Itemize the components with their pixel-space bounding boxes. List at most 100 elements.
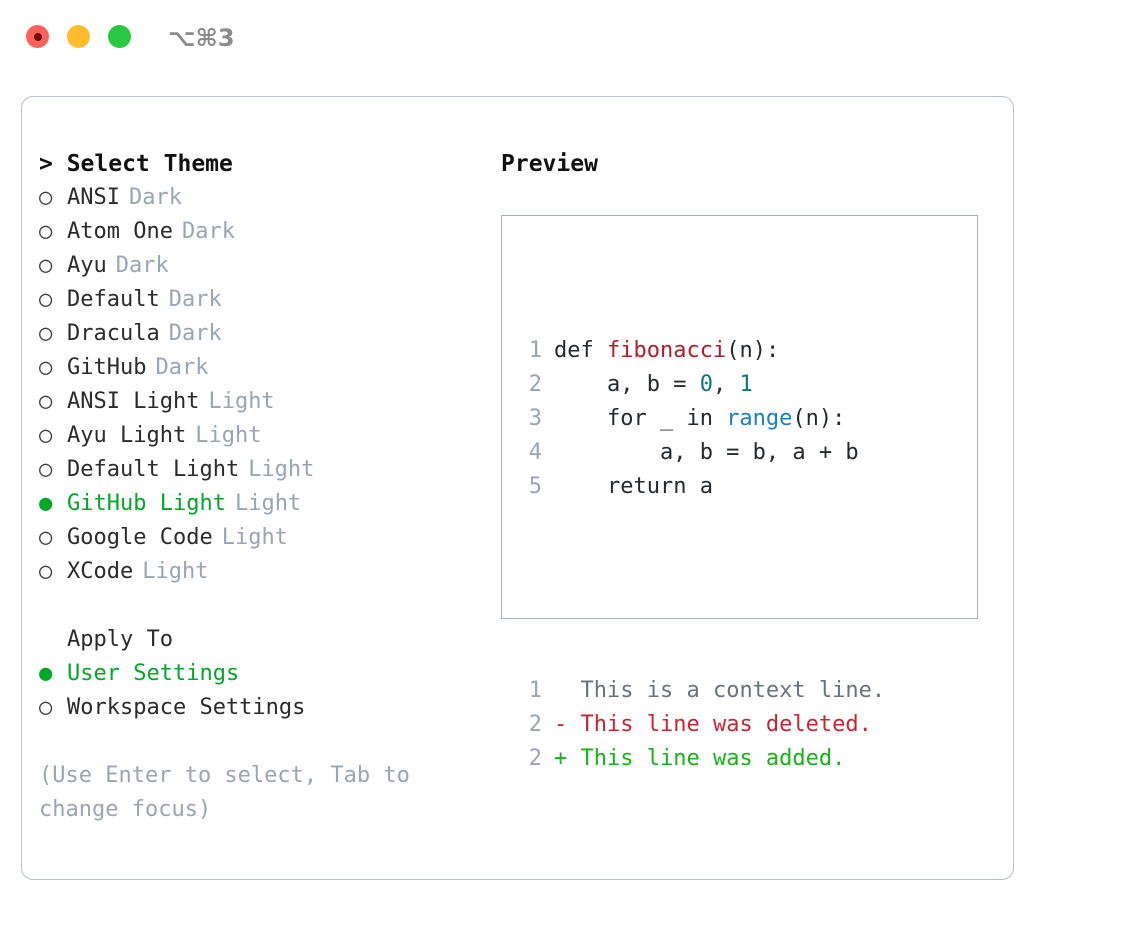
code-token-plain: a, b = (554, 372, 700, 397)
code-token-plain: return a (554, 474, 713, 499)
radio-unselected-icon: ○ (39, 525, 53, 550)
code-token-plain: (n): (726, 338, 780, 363)
theme-option-label: Default Light (67, 457, 240, 482)
code-line: 3 for _ in range(n): (520, 402, 885, 436)
line-number: 1 (528, 678, 542, 703)
diff-sample: 1 This is a context line.2- This line wa… (520, 674, 885, 776)
radio-unselected-icon: ○ (39, 185, 53, 210)
theme-option-label: Google Code (67, 525, 213, 550)
apply-to-option-user-settings[interactable]: ● User Settings (39, 657, 499, 691)
code-token-num: 1 (739, 372, 753, 397)
line-number: 2 (528, 712, 542, 737)
keyboard-shortcut-label: ⌥⌘3 (168, 24, 235, 52)
code-token-plain: def (554, 338, 607, 363)
radio-unselected-icon: ○ (39, 695, 53, 720)
preview-title: Preview (501, 151, 598, 177)
diff-line-add: 2+ This line was added. (520, 742, 885, 776)
theme-option-github[interactable]: ○ GitHub Dark (39, 351, 499, 385)
diff-marker: - (554, 712, 581, 737)
theme-variant-badge: Dark (181, 219, 235, 244)
keyboard-hint-text: (Use Enter to select, Tab to change focu… (39, 763, 410, 822)
line-number: 1 (528, 338, 542, 363)
theme-option-google-code[interactable]: ○ Google Code Light (39, 521, 499, 555)
line-number: 4 (528, 440, 542, 465)
code-token-plain: , (712, 372, 740, 397)
theme-variant-badge: Light (208, 389, 275, 414)
theme-option-ayu[interactable]: ○ Ayu Dark (39, 249, 499, 283)
radio-unselected-icon: ○ (39, 559, 53, 584)
radio-unselected-icon: ○ (39, 389, 53, 414)
theme-option-label: GitHub (67, 355, 147, 380)
diff-line-ctx: 1 This is a context line. (520, 674, 885, 708)
code-line: 4 a, b = b, a + b (520, 436, 885, 470)
theme-option-label: Ayu (67, 253, 107, 278)
diff-marker: + (554, 746, 581, 771)
code-line: 1 def fibonacci(n): (520, 334, 885, 368)
apply-to-option-label: User Settings (67, 661, 240, 686)
theme-option-label: Dracula (67, 321, 160, 346)
theme-variant-badge: Dark (168, 321, 222, 346)
theme-variant-badge: Light (248, 457, 315, 482)
apply-to-option-label: Workspace Settings (67, 695, 306, 720)
apply-to-list[interactable]: ● User Settings ○ Workspace Settings (39, 657, 499, 725)
theme-option-label: Ayu Light (67, 423, 187, 448)
section-spacer (39, 589, 499, 623)
radio-unselected-icon: ○ (39, 253, 53, 278)
diff-text: This line was deleted. (580, 712, 872, 737)
radio-unselected-icon: ○ (39, 219, 53, 244)
diff-marker (554, 678, 581, 703)
theme-variant-badge: Dark (128, 185, 182, 210)
code-line: 2 a, b = 0, 1 (520, 368, 885, 402)
radio-selected-icon: ● (39, 661, 53, 686)
minimize-button-icon[interactable] (67, 25, 90, 48)
radio-unselected-icon: ○ (39, 287, 53, 312)
apply-to-option-workspace-settings[interactable]: ○ Workspace Settings (39, 691, 499, 725)
theme-option-default-light[interactable]: ○ Default Light Light (39, 453, 499, 487)
radio-unselected-icon: ○ (39, 457, 53, 482)
apply-to-header: Apply To (67, 627, 173, 652)
radio-unselected-icon: ○ (39, 423, 53, 448)
theme-variant-badge: Light (195, 423, 262, 448)
line-number: 2 (528, 372, 542, 397)
theme-variant-badge: Dark (155, 355, 209, 380)
theme-option-dracula[interactable]: ○ Dracula Dark (39, 317, 499, 351)
theme-variant-badge: Light (142, 559, 209, 584)
code-token-fn: fibonacci (606, 338, 727, 363)
maximize-button-icon[interactable] (108, 25, 131, 48)
code-token-plain: a, b = b, a + b (554, 440, 859, 465)
diff-line-del: 2- This line was deleted. (520, 708, 885, 742)
radio-unselected-icon: ○ (39, 321, 53, 346)
diff-text: This is a context line. (580, 678, 886, 703)
close-button-icon[interactable] (26, 25, 49, 48)
theme-option-label: ANSI Light (67, 389, 200, 414)
theme-option-atom-one[interactable]: ○ Atom One Dark (39, 215, 499, 249)
line-number: 3 (528, 406, 542, 431)
select-theme-header: > Select Theme (39, 151, 233, 177)
traffic-lights (26, 25, 131, 48)
theme-option-ansi-light[interactable]: ○ ANSI Light Light (39, 385, 499, 419)
code-line: 5 return a (520, 470, 885, 504)
radio-selected-icon: ● (39, 491, 53, 516)
theme-variant-badge: Dark (115, 253, 169, 278)
theme-option-ayu-light[interactable]: ○ Ayu Light Light (39, 419, 499, 453)
theme-variant-badge: Dark (168, 287, 222, 312)
theme-option-label: Atom One (67, 219, 173, 244)
title-bar: ⌥⌘3 (0, 0, 1140, 78)
theme-variant-badge: Light (221, 525, 288, 550)
radio-unselected-icon: ○ (39, 355, 53, 380)
code-token-plain: for _ in (554, 406, 727, 431)
diff-text: This line was added. (580, 746, 846, 771)
code-token-plain: (n): (792, 406, 846, 431)
theme-option-label: Default (67, 287, 160, 312)
theme-option-default[interactable]: ○ Default Dark (39, 283, 499, 317)
